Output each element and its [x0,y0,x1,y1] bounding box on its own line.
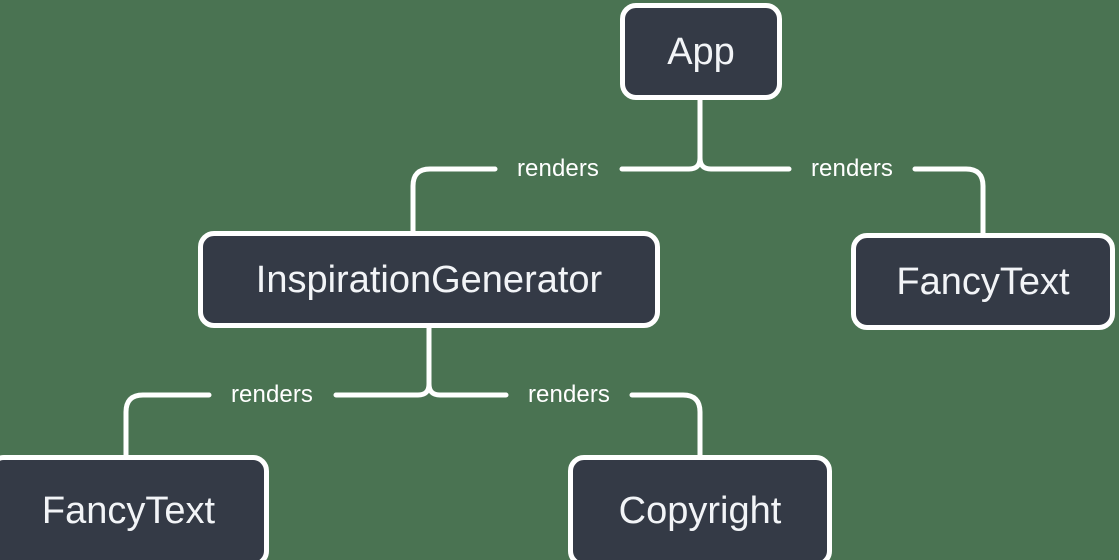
node-inspiration-generator[interactable]: InspirationGenerator [198,231,660,328]
edge-inspiration-generator-to-copyright [629,392,703,458]
edge-app-to-inspiration-generator [410,166,498,234]
edge-label-inspiration-generator-to-copyright: renders [527,381,611,408]
node-fancytext-bottom-left-label: FancyText [41,490,216,532]
edge-inspiration-generator-stem [333,325,432,398]
edge-app-to-fancytext-right [912,166,986,236]
edge-inspiration-generator-to-fancytext [123,392,212,458]
edge-app-stem [619,97,703,172]
node-inspiration-generator-label: InspirationGenerator [255,258,603,301]
node-app-label: App [667,30,735,73]
edge-label-app-to-inspiration-generator: renders [516,155,600,182]
node-fancytext-right-label: FancyText [896,260,1070,303]
node-fancytext-right[interactable]: FancyText [851,233,1115,330]
edge-inspiration-generator-stem-right [426,381,509,398]
edge-label-app-to-fancytext-right: renders [810,155,894,182]
node-fancytext-bottom-left[interactable]: FancyText [0,455,269,560]
node-app[interactable]: App [620,3,782,100]
node-copyright[interactable]: Copyright [568,455,832,560]
edge-app-stem-right [697,155,792,172]
edge-label-inspiration-generator-to-fancytext: renders [230,381,314,408]
node-copyright-label: Copyright [618,490,782,532]
